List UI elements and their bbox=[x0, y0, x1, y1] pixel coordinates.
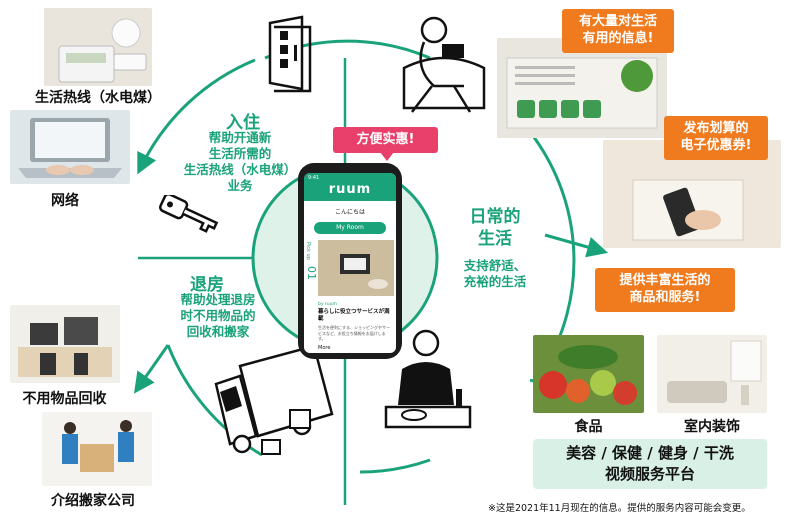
door-icon bbox=[268, 15, 312, 93]
arrow-to-right-mid bbox=[544, 233, 609, 258]
photo-unused-items bbox=[10, 305, 120, 383]
more-link[interactable]: More bbox=[318, 344, 331, 351]
greeting: こんにちは bbox=[334, 209, 365, 216]
key-icon bbox=[159, 195, 219, 233]
article-body: 生活を便利にする、ショッピングやサービスなど、お役立ち情報をお届けします。 bbox=[318, 325, 391, 341]
phone-screen: 9:41 ruum こんにちは My Room Pick up 01 by ru… bbox=[304, 173, 396, 353]
bubble-coupon: 发布划算的 电子优惠券! bbox=[664, 116, 768, 160]
label-food: 食品 bbox=[574, 419, 603, 435]
cycle-arc-left-top bbox=[137, 58, 256, 175]
vegetables-illustration bbox=[533, 335, 644, 413]
section-title-daily: 日常的 生活 bbox=[469, 207, 521, 249]
photo-utilities bbox=[44, 8, 152, 86]
section-title-move-out: 退房 bbox=[190, 275, 224, 295]
photo-interior bbox=[657, 335, 767, 413]
bubble-tail bbox=[380, 152, 394, 161]
label-unused-items: 不用物品回收 bbox=[22, 391, 107, 407]
laptop-illustration bbox=[10, 110, 130, 184]
bubble-convenience: 方便实惠! bbox=[333, 127, 438, 153]
label-utilities: 生活热线（水电煤） bbox=[35, 90, 161, 106]
pickup-image-art bbox=[318, 240, 394, 296]
article-title: 暮らしに役立つサービスが満載 bbox=[318, 309, 390, 322]
footnote: ※这是2021年11月现在的信息。提供的服务内容可能会变更。 bbox=[488, 503, 751, 514]
pickup-row: Pick up 01 bbox=[304, 240, 396, 300]
movers-illustration bbox=[42, 412, 152, 486]
label-interior: 室内装饰 bbox=[684, 419, 740, 435]
smartphone: 9:41 ruum こんにちは My Room Pick up 01 by ru… bbox=[298, 163, 402, 359]
cooking-person-icon bbox=[384, 329, 472, 429]
pickup-image bbox=[318, 240, 394, 296]
pickup-number: 01 bbox=[305, 266, 318, 280]
photo-food bbox=[533, 335, 644, 413]
appliances-illustration bbox=[10, 305, 120, 383]
section-desc-move-out: 帮助处理退房 时不用物品的 回收和搬家 bbox=[180, 292, 256, 339]
services-box: 美容 / 保健 / 健身 / 干洗 视频服务平台 bbox=[533, 439, 767, 489]
label-moving-company: 介绍搬家公司 bbox=[51, 493, 135, 509]
section-title-move-in: 入住 bbox=[226, 113, 260, 133]
app-header: 9:41 ruum bbox=[304, 173, 396, 201]
section-desc-daily: 支持舒适、 充裕的生活 bbox=[463, 258, 527, 289]
photo-news bbox=[497, 38, 667, 138]
section-desc-move-in: 帮助开通新 生活所需的 生活热线（水电煤） 业务 bbox=[183, 130, 297, 193]
article-brand: by ruum bbox=[318, 302, 337, 307]
my-room-button[interactable]: My Room bbox=[314, 222, 386, 234]
arrow-to-bottom-items bbox=[133, 344, 170, 394]
utilities-illustration bbox=[44, 8, 152, 86]
bubble-info: 有大量对生活 有用的信息! bbox=[562, 9, 674, 53]
reading-person-icon bbox=[402, 16, 486, 113]
app-logo: ruum bbox=[328, 182, 372, 197]
label-internet: 网络 bbox=[51, 193, 79, 209]
cycle-arc-bottom bbox=[359, 458, 431, 474]
photo-moving-company bbox=[42, 412, 152, 486]
newspaper-illustration bbox=[497, 38, 667, 138]
interior-illustration bbox=[657, 335, 767, 413]
pickup-label: Pick up bbox=[305, 242, 311, 260]
bubble-goods: 提供丰富生活的 商品和服务! bbox=[595, 268, 735, 312]
truck-icon bbox=[214, 344, 334, 455]
status-time: 9:41 bbox=[308, 175, 320, 181]
photo-internet bbox=[10, 110, 130, 184]
